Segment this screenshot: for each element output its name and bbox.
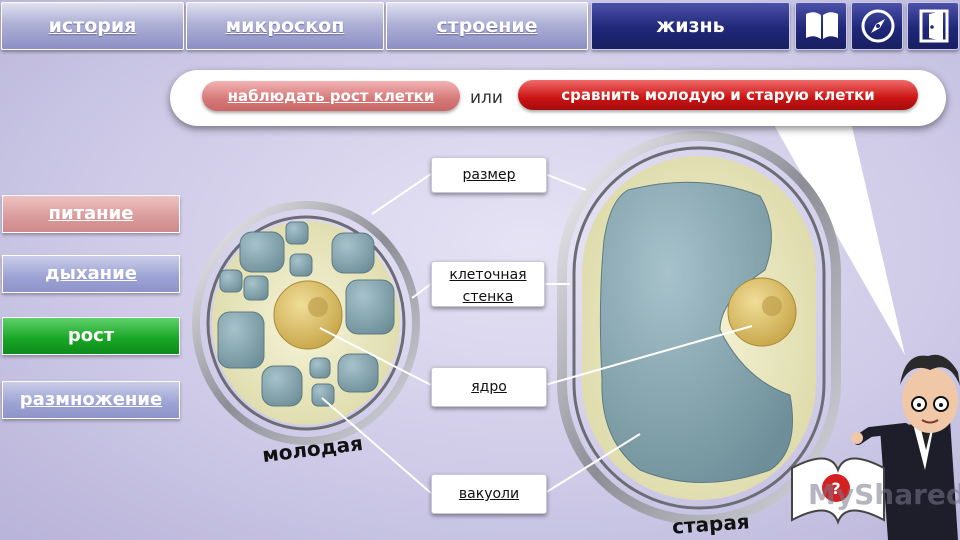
young-nucleus bbox=[273, 280, 343, 350]
tab-life[interactable]: жизнь bbox=[591, 2, 790, 50]
help-book-icon: ? bbox=[791, 457, 885, 525]
sidebar-item-growth[interactable]: рост bbox=[2, 317, 180, 355]
old-cell bbox=[557, 131, 841, 525]
book-icon bbox=[806, 12, 838, 40]
tab-history[interactable]: история bbox=[1, 2, 184, 50]
old-vacuole bbox=[599, 181, 793, 483]
old-nucleus bbox=[727, 277, 797, 347]
sidebar-item-respiration[interactable]: дыхание bbox=[2, 255, 180, 293]
tab-structure[interactable]: строение bbox=[386, 2, 588, 50]
label-size[interactable]: размер bbox=[431, 157, 547, 193]
observe-growth-button[interactable]: наблюдать рост клетки bbox=[202, 81, 460, 111]
compare-cells-button[interactable]: сравнить молодую и старую клетки bbox=[518, 80, 918, 110]
exit-door-icon bbox=[919, 9, 949, 43]
label-cell-wall-line2: стенка bbox=[462, 289, 514, 305]
teacher-character bbox=[851, 354, 960, 540]
compass-button[interactable] bbox=[851, 2, 903, 50]
compass-icon bbox=[861, 9, 895, 43]
sidebar-item-nutrition[interactable]: питание bbox=[2, 195, 180, 233]
young-cell bbox=[192, 201, 420, 445]
exit-button[interactable] bbox=[907, 2, 959, 50]
young-vacuoles bbox=[217, 221, 395, 407]
watermark-text: MyShared bbox=[808, 478, 960, 511]
svg-text:?: ? bbox=[831, 479, 840, 498]
label-cell-wall[interactable]: клеточная стенка bbox=[431, 261, 545, 307]
label-vacuoles[interactable]: вакуоли bbox=[431, 474, 547, 514]
label-connectors bbox=[319, 173, 753, 494]
tab-microscope[interactable]: микроскоп bbox=[186, 2, 384, 50]
book-button[interactable] bbox=[795, 2, 847, 50]
label-cell-wall-line1: клеточная bbox=[449, 267, 527, 283]
top-navigation: история микроскоп строение жизнь bbox=[0, 0, 960, 52]
label-nucleus[interactable]: ядро bbox=[431, 367, 547, 407]
sidebar-item-reproduction[interactable]: размножение bbox=[2, 381, 180, 419]
